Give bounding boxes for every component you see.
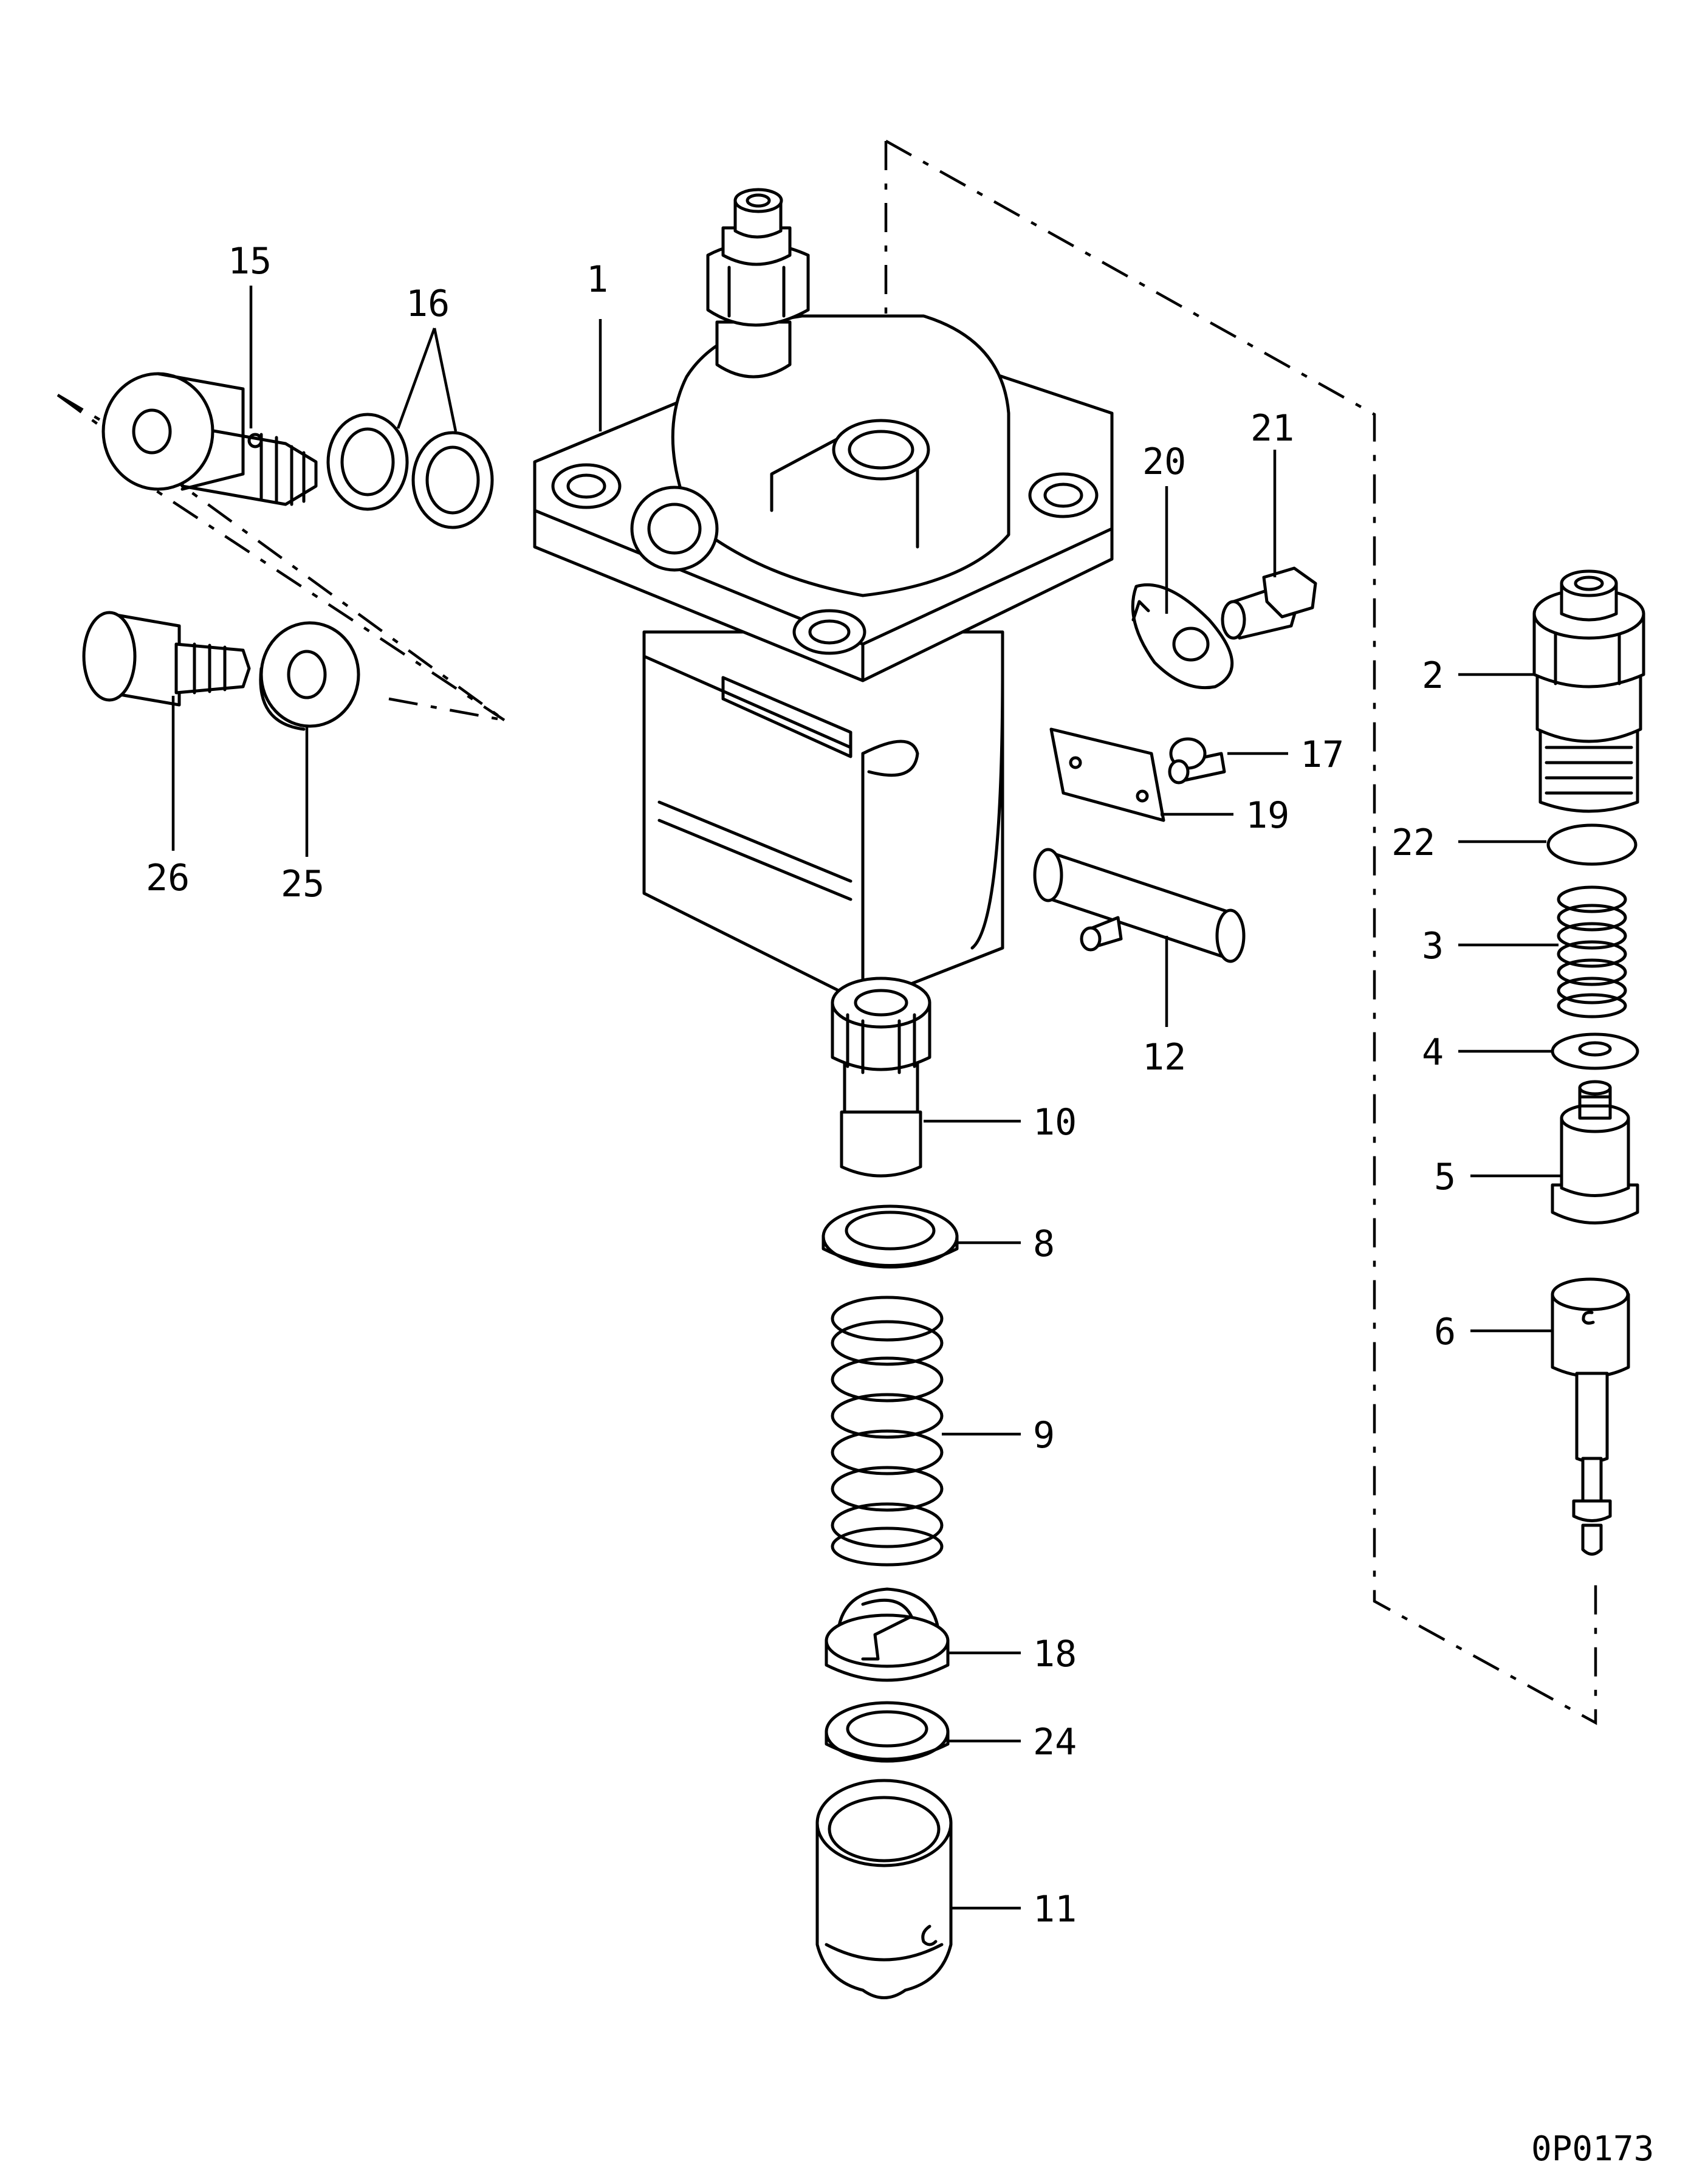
callout-2: 2 [1422,654,1444,697]
callout-11: 11 [1033,1888,1077,1931]
callout-15: 15 [228,240,272,283]
shaft-pin-icon [1033,848,1246,963]
o-ring-icon [1546,823,1638,866]
washer-pair-icon [326,413,494,529]
small-screw-icon [1168,737,1226,785]
small-washer-icon [1551,1032,1639,1070]
callout-9: 9 [1033,1414,1055,1457]
callout-labels: 1 15 16 20 21 17 19 12 10 8 9 18 24 11 2… [146,240,1456,1931]
callout-3: 3 [1422,925,1444,967]
callout-8: 8 [1033,1223,1055,1265]
callout-17: 17 [1300,733,1344,776]
callout-10: 10 [1033,1101,1077,1144]
tappet-guide-icon [831,977,931,1178]
delivery-valve-holder-icon [1532,569,1645,813]
callout-16: 16 [406,283,450,325]
callout-1: 1 [586,258,608,301]
plate-icon [1131,583,1234,690]
callout-25: 25 [281,863,324,905]
flat-plate-icon [1049,727,1165,822]
coil-spring-icon [831,1296,944,1567]
lower-spring-seat-icon [825,1587,950,1682]
callout-12: 12 [1142,1036,1186,1079]
plunger-icon [1551,1277,1630,1556]
callout-21: 21 [1250,407,1294,450]
shim-washer-icon [825,1701,950,1763]
tappet-cup-icon [815,1779,953,1999]
callout-18: 18 [1033,1633,1077,1675]
delivery-valve-icon [1551,1080,1639,1224]
callout-22: 22 [1391,822,1435,864]
drawing-code: 0P0173 [1531,2129,1654,2169]
pump-housing-icon [533,188,1114,1004]
valve-spring-icon [1557,885,1627,1018]
spring-seat-washer-icon [821,1204,959,1269]
plug-bolt-icon [82,611,251,707]
callout-20: 20 [1142,441,1186,483]
callout-19: 19 [1246,794,1289,837]
callout-26: 26 [146,857,190,899]
banjo-bolt-icon [101,372,318,506]
washer-icon [259,621,360,731]
callout-4: 4 [1422,1031,1444,1074]
bolt-21-icon [1221,566,1317,640]
callout-24: 24 [1033,1721,1077,1763]
leader-lines [171,286,1562,1910]
callout-6: 6 [1434,1311,1456,1353]
callout-5: 5 [1434,1156,1456,1198]
